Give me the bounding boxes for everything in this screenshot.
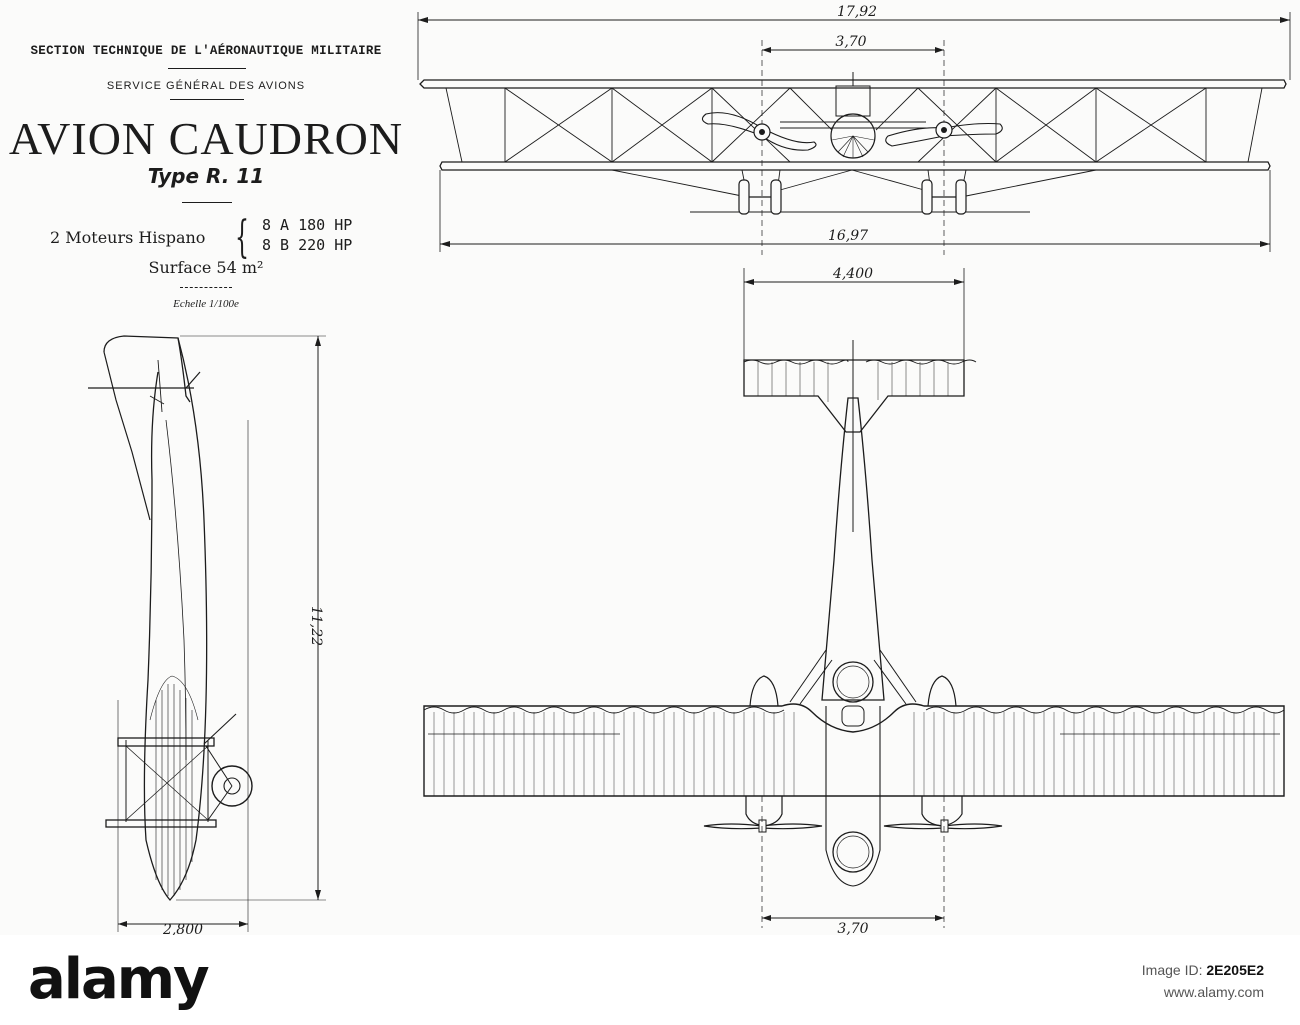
nacelle-struts <box>789 649 917 705</box>
side-view: 11,22 2,800 <box>88 335 326 935</box>
right-nacelle-rear <box>927 675 957 707</box>
cockpit-front <box>832 831 874 873</box>
nacelle-ribs <box>149 675 199 896</box>
site-url: www.alamy.com <box>1163 984 1264 1000</box>
dimension-plan-engine-spacing: 3,70 <box>761 796 945 935</box>
dimension-label: 11,22 <box>308 606 324 646</box>
wings-side <box>105 700 237 860</box>
fuselage-plan <box>821 397 885 701</box>
wing-surface: Surface 54 m² <box>148 258 264 277</box>
cockpit-rear <box>832 661 874 703</box>
front-wheels <box>738 179 967 215</box>
left-engine-front <box>701 112 817 151</box>
propellers-plan <box>703 819 1003 833</box>
aircraft-title: AVION CAUDRON <box>8 113 404 164</box>
aircraft-drawing: 17,92 3,70 <box>88 4 1291 935</box>
fuselage-side <box>143 337 208 901</box>
dimension-tailplane: 4,400 <box>743 266 965 360</box>
watermark-footer: alamy Image ID: 2E205E2 www.alamy.com <box>0 935 1300 1025</box>
image-id: 2E205E2 <box>1206 962 1264 978</box>
image-id-label: Image ID: <box>1141 962 1203 978</box>
cockpit-mid <box>841 705 865 727</box>
engine-spec-a: 8 A 180 HP <box>262 216 353 234</box>
service-heading: SERVICE GÉNÉRAL DES AVIONS <box>106 80 306 92</box>
drawing-scale: Echelle 1/100e <box>173 298 239 310</box>
interplane-struts <box>445 87 1263 163</box>
left-nacelle-rear <box>749 675 779 707</box>
engines-label: 2 Moteurs Hispano <box>50 228 206 247</box>
dimension-label: 16,97 <box>828 228 868 244</box>
tailplane-ribs <box>757 362 949 402</box>
front-view: 17,92 3,70 <box>417 4 1291 255</box>
dimension-span-lower: 16,97 <box>439 170 1271 252</box>
plan-view: 4,400 <box>423 266 1285 935</box>
dimension-length: 11,22 <box>176 335 326 901</box>
technical-drawing-sheet: SECTION TECHNIQUE DE L'AÉRONAUTIQUE MILI… <box>8 4 1291 935</box>
right-engine-front <box>885 121 1003 147</box>
stock-logo: alamy <box>28 947 210 1012</box>
dimension-span-upper: 17,92 <box>417 4 1291 80</box>
header-divider <box>182 202 232 203</box>
engine-spec-b: 8 B 220 HP <box>262 236 353 254</box>
wing-ribs <box>433 712 1275 796</box>
main-wing-plan <box>423 703 1285 797</box>
dimension-label: 4,400 <box>832 266 873 282</box>
dimension-label: 2,800 <box>162 922 203 935</box>
dimension-height: 2,800 <box>117 420 249 935</box>
dimension-front-engine-spacing: 3,70 <box>761 34 945 255</box>
dimension-label: 17,92 <box>837 4 877 20</box>
lower-wing <box>439 161 1271 171</box>
tail-edge <box>103 351 151 521</box>
section-technique-heading: SECTION TECHNIQUE DE L'AÉRONAUTIQUE MILI… <box>30 44 382 58</box>
fuselage-front <box>780 72 926 159</box>
nose-plan <box>825 706 881 887</box>
dimension-label: 3,70 <box>837 921 868 935</box>
header-divider <box>168 68 246 69</box>
header-divider <box>170 99 244 100</box>
dimension-label: 3,70 <box>835 34 866 50</box>
header-divider <box>180 287 232 288</box>
engines-brace: { <box>235 212 249 263</box>
wheel-side <box>205 745 253 821</box>
image-id-block: Image ID: 2E205E2 www.alamy.com <box>1142 959 1264 1003</box>
tailplane-plan <box>743 359 965 433</box>
undercarriage-front <box>611 169 1097 213</box>
upper-wing <box>419 79 1287 89</box>
aircraft-type: Type R. 11 <box>147 164 265 188</box>
rudder <box>103 335 191 403</box>
